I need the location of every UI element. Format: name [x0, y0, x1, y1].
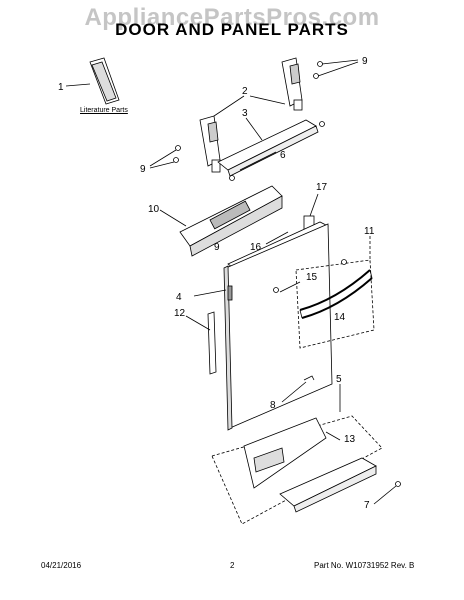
callout-5: 5 [336, 374, 342, 385]
footer-part-number: Part No. W10731952 Rev. B [314, 561, 415, 570]
callout-8: 8 [270, 400, 276, 411]
literature-parts-label: Literature Parts [80, 107, 128, 114]
toe-panel [279, 457, 401, 513]
callout-13: 13 [344, 434, 356, 445]
hinge-bracket-left [199, 115, 221, 173]
callout-14: 14 [334, 312, 346, 323]
footer-date: 04/21/2016 [41, 561, 82, 570]
callout-2: 2 [242, 86, 248, 97]
callout-labels: 1 2 3 4 5 6 7 8 9 9 9 10 11 12 13 14 15 … [58, 56, 375, 511]
callout-12: 12 [174, 308, 186, 319]
door-outer-panel [193, 223, 333, 431]
handle-assembly [273, 236, 375, 349]
callout-4: 4 [176, 292, 182, 303]
callout-16: 16 [250, 242, 262, 253]
door-top-channel [217, 117, 319, 177]
callout-3: 3 [242, 108, 248, 119]
footer-page-number: 2 [230, 561, 235, 570]
kickplate-assembly [211, 415, 383, 525]
screws-left [149, 145, 235, 181]
screw-8 [281, 375, 315, 403]
leader-2a [213, 95, 245, 117]
page-title: DOOR AND PANEL PARTS [115, 20, 349, 39]
callout-11: 11 [364, 226, 375, 237]
leader-2b [249, 95, 286, 105]
hinge-bracket-right [281, 57, 303, 111]
literature-booklet [65, 57, 120, 105]
callout-6: 6 [280, 150, 286, 161]
callout-17: 17 [316, 182, 328, 193]
leader-6 [239, 151, 277, 171]
callout-7: 7 [364, 500, 370, 511]
callout-9-left: 9 [140, 164, 146, 175]
callout-9-top: 9 [362, 56, 368, 67]
callout-1: 1 [58, 82, 64, 93]
callout-15: 15 [306, 272, 318, 283]
callout-10: 10 [148, 204, 160, 215]
callout-9-lower: 9 [214, 242, 220, 253]
screws-top [313, 59, 359, 127]
strip-12 [185, 311, 217, 375]
watermark: AppliancePartsPros.com [84, 4, 380, 31]
control-console [159, 185, 283, 257]
